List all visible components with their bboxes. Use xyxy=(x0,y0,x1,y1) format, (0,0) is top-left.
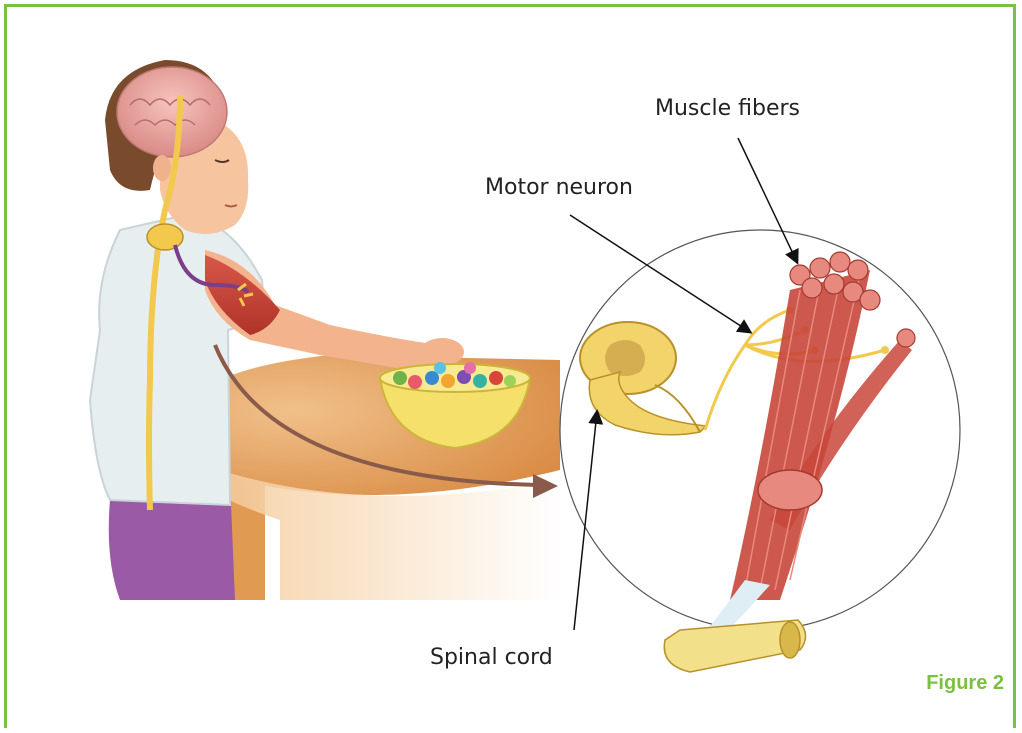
figure-label: Figure 2 xyxy=(926,672,1004,695)
label-spinal-cord: Spinal cord xyxy=(430,645,553,670)
label-motor-neuron: Motor neuron xyxy=(485,175,633,200)
label-muscle-fibers: Muscle fibers xyxy=(655,96,800,121)
